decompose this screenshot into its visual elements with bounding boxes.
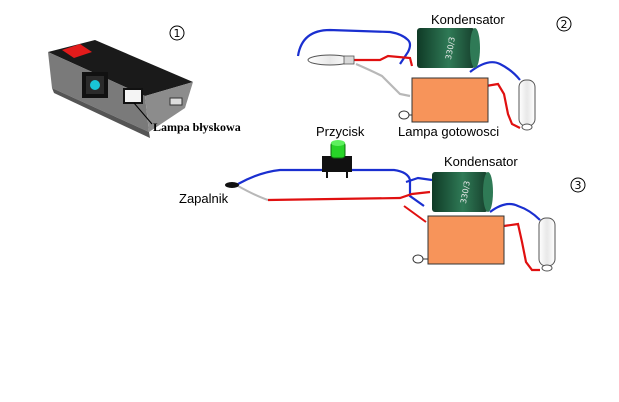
ready-lamp-icon bbox=[398, 110, 412, 120]
camera-side-face bbox=[145, 82, 193, 132]
svg-text:3: 3 bbox=[575, 179, 582, 192]
wire-blue-bottom-cap bbox=[405, 176, 433, 184]
step-3-marker: 3 bbox=[570, 177, 586, 193]
board-bottom bbox=[427, 215, 505, 265]
flash-tube-bottom-icon bbox=[538, 217, 556, 272]
top-igniter-cap bbox=[343, 55, 355, 65]
wire-red-bottom bbox=[267, 190, 431, 202]
wire-red-top-right bbox=[485, 82, 521, 129]
flash-window bbox=[123, 88, 143, 104]
wire-red-bottom-right bbox=[503, 222, 540, 272]
flash-tube-top-icon bbox=[518, 79, 536, 131]
board-top bbox=[411, 77, 489, 123]
wire-blue-bottom-left bbox=[237, 168, 330, 185]
svg-text:2: 2 bbox=[561, 18, 568, 31]
wire-blue-top bbox=[296, 28, 412, 65]
svg-text:330/3: 330/3 bbox=[444, 36, 457, 60]
circuit-bottom: 330/3 bbox=[225, 140, 556, 272]
step-1-marker: 1 bbox=[169, 25, 185, 41]
camera-flash-unit bbox=[48, 40, 193, 138]
step-2-marker: 2 bbox=[556, 16, 572, 32]
button-label: Przycisk bbox=[316, 124, 365, 139]
capacitor-bottom-icon: 330/3 bbox=[432, 172, 493, 212]
flash-lamp-label: Lampa błyskowa bbox=[153, 120, 241, 134]
circuit-top: 330/3 bbox=[296, 28, 536, 131]
wire-blue-bottom bbox=[350, 168, 425, 207]
svg-text:330/3: 330/3 bbox=[459, 180, 472, 204]
capacitor-top-label: Kondensator bbox=[431, 12, 505, 27]
camera-bottom bbox=[52, 88, 150, 138]
igniter-label: Zapalnik bbox=[179, 191, 229, 206]
flash-lamp-pointer bbox=[133, 102, 153, 125]
wire-blue-top-right bbox=[469, 61, 521, 81]
camera-red-button bbox=[62, 44, 92, 58]
lens-icon bbox=[90, 80, 100, 90]
wire-gray-top bbox=[355, 62, 411, 98]
side-panel bbox=[169, 97, 183, 106]
wire-gray-bottom bbox=[237, 185, 269, 201]
wire-red-bottom-short bbox=[403, 205, 427, 223]
ready-lamp-label: Lampa gotowosci bbox=[398, 124, 499, 139]
igniter-icon bbox=[225, 182, 239, 188]
push-button-icon bbox=[322, 140, 352, 178]
svg-text:1: 1 bbox=[174, 27, 181, 40]
wire-blue-bottom-right bbox=[489, 202, 541, 221]
capacitor-bottom-label: Kondensator bbox=[444, 154, 518, 169]
capacitor-top-icon: 330/3 bbox=[417, 28, 480, 68]
ready-lamp-bottom-icon bbox=[412, 254, 428, 264]
wire-red-top bbox=[352, 54, 414, 67]
